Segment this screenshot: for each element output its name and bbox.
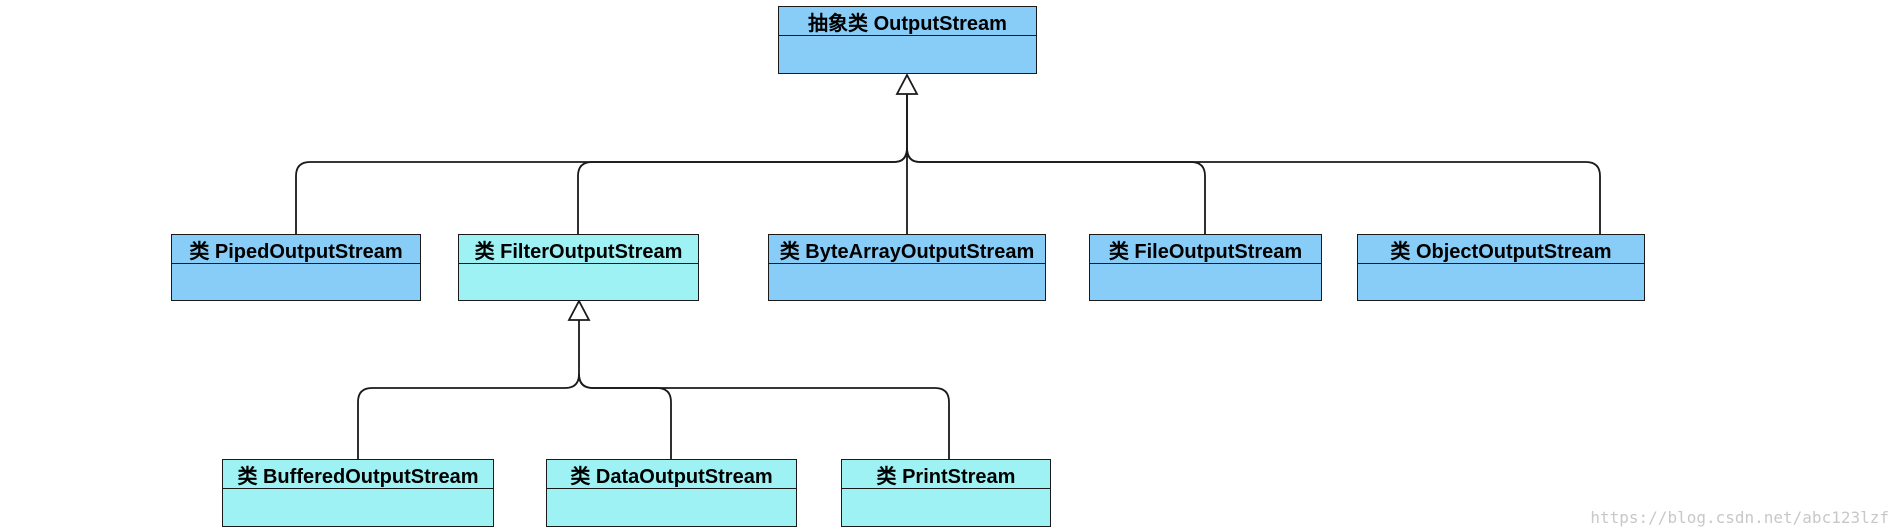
connector-data bbox=[578, 373, 672, 459]
class-box-output-stream[interactable]: 抽象类 OutputStream bbox=[778, 6, 1037, 74]
class-body-piped-output-stream bbox=[172, 264, 420, 300]
class-name-file-output-stream: 类 FileOutputStream bbox=[1090, 235, 1321, 264]
class-box-print-stream[interactable]: 类 PrintStream bbox=[841, 459, 1051, 527]
watermark: https://blog.csdn.net/abc123lzf bbox=[1590, 508, 1889, 527]
class-body-filter-output-stream bbox=[459, 264, 698, 300]
class-body-print-stream bbox=[842, 489, 1050, 526]
generalization-arrow-outputstream bbox=[895, 73, 919, 95]
class-name-output-stream: 抽象类 OutputStream bbox=[779, 7, 1036, 36]
connector-object bbox=[906, 147, 1601, 234]
class-name-byte-array-output-stream: 类 ByteArrayOutputStream bbox=[769, 235, 1045, 264]
class-box-data-output-stream[interactable]: 类 DataOutputStream bbox=[546, 459, 797, 527]
class-name-object-output-stream: 类 ObjectOutputStream bbox=[1358, 235, 1644, 264]
class-body-buffered-output-stream bbox=[223, 489, 493, 526]
connector-buffered bbox=[357, 318, 580, 459]
class-box-buffered-output-stream[interactable]: 类 BufferedOutputStream bbox=[222, 459, 494, 527]
class-body-byte-array-output-stream bbox=[769, 264, 1045, 300]
class-body-object-output-stream bbox=[1358, 264, 1644, 300]
class-name-buffered-output-stream: 类 BufferedOutputStream bbox=[223, 460, 493, 489]
class-body-output-stream bbox=[779, 36, 1036, 73]
class-box-file-output-stream[interactable]: 类 FileOutputStream bbox=[1089, 234, 1322, 301]
class-name-filter-output-stream: 类 FilterOutputStream bbox=[459, 235, 698, 264]
class-box-byte-array-output-stream[interactable]: 类 ByteArrayOutputStream bbox=[768, 234, 1046, 301]
class-name-piped-output-stream: 类 PipedOutputStream bbox=[172, 235, 420, 264]
class-name-print-stream: 类 PrintStream bbox=[842, 460, 1050, 489]
connector-piped bbox=[295, 92, 908, 234]
class-name-data-output-stream: 类 DataOutputStream bbox=[547, 460, 796, 489]
connector-file bbox=[906, 147, 1206, 234]
connector-filter bbox=[577, 147, 908, 234]
connector-print bbox=[578, 373, 950, 459]
generalization-arrow-filter bbox=[567, 299, 591, 321]
class-box-piped-output-stream[interactable]: 类 PipedOutputStream bbox=[171, 234, 421, 301]
class-body-file-output-stream bbox=[1090, 264, 1321, 300]
class-box-filter-output-stream[interactable]: 类 FilterOutputStream bbox=[458, 234, 699, 301]
class-body-data-output-stream bbox=[547, 489, 796, 526]
class-box-object-output-stream[interactable]: 类 ObjectOutputStream bbox=[1357, 234, 1645, 301]
